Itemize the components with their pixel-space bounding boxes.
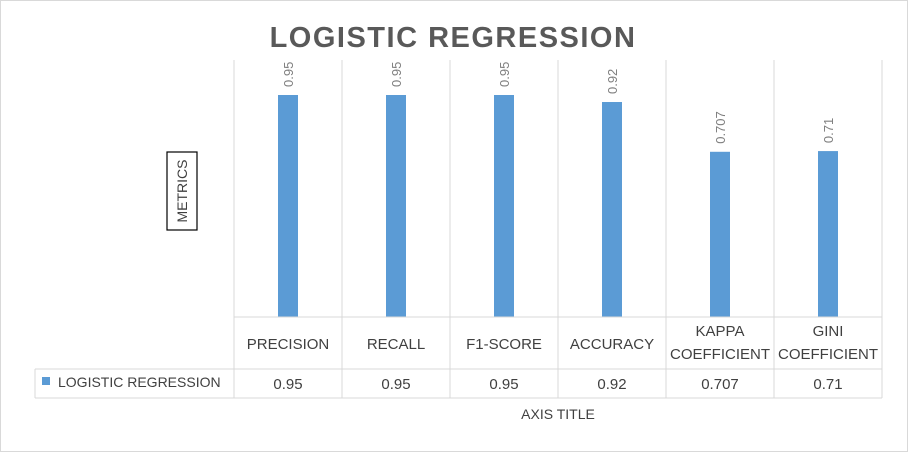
table-cell: 0.95 [381, 376, 410, 393]
data-label: 0.71 [821, 118, 836, 143]
category-label: F1-SCORE [466, 336, 542, 353]
chart-title: LOGISTIC REGRESSION [270, 22, 637, 54]
bars [278, 95, 838, 317]
y-axis-title-box [166, 151, 198, 231]
data-label: 0.92 [605, 69, 620, 94]
bar [278, 95, 298, 317]
category-label: RECALL [367, 336, 425, 353]
plot-separators [233, 60, 883, 317]
legend-key [42, 377, 50, 385]
bar [710, 151, 730, 317]
table-cell: 0.71 [813, 376, 842, 393]
bar [386, 95, 406, 317]
category-label: ACCURACY [570, 336, 654, 353]
bar [602, 102, 622, 317]
legend-label: LOGISTIC REGRESSION [58, 374, 221, 390]
data-table-values: 0.95 0.95 0.95 0.92 0.707 0.71 [273, 376, 842, 393]
bar [494, 95, 514, 317]
data-label: 0.707 [713, 111, 728, 144]
y-axis-title: METRICS [174, 160, 190, 223]
data-label: 0.95 [281, 62, 296, 87]
data-table-grid [34, 316, 883, 399]
table-cell: 0.92 [597, 376, 626, 393]
x-axis-title: AXIS TITLE [521, 406, 595, 422]
data-label: 0.95 [389, 62, 404, 87]
table-cell: 0.95 [273, 376, 302, 393]
data-labels: 0.95 0.95 0.95 0.92 0.707 0.71 [281, 62, 836, 144]
data-label: 0.95 [497, 62, 512, 87]
category-label: PRECISION [247, 336, 330, 353]
bar [818, 151, 838, 317]
table-cell: 0.95 [489, 376, 518, 393]
table-cell: 0.707 [701, 376, 739, 393]
